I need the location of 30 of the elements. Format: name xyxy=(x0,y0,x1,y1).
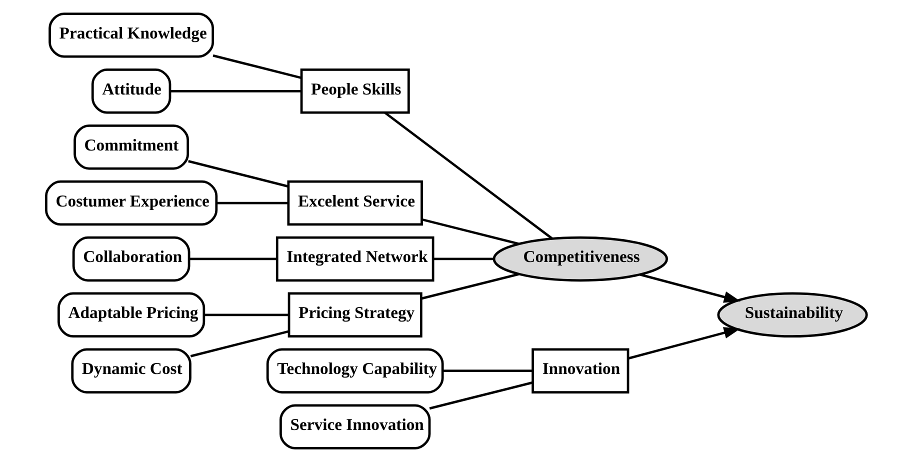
node-box: Integrated Network xyxy=(275,236,434,282)
connector xyxy=(432,257,493,260)
connector xyxy=(421,218,519,244)
connector xyxy=(212,54,302,78)
node-box: Dynamic Cost xyxy=(70,348,191,393)
node-ellipse: Competitiveness xyxy=(492,236,668,282)
node-box: Collaboration xyxy=(72,236,190,282)
node-box: Pricing Strategy xyxy=(287,292,422,338)
node-box: Excelent Service xyxy=(286,180,422,226)
node-box: Costumer Experience xyxy=(44,180,218,226)
node-box: People Skills xyxy=(300,68,410,114)
connector xyxy=(204,313,288,316)
connector xyxy=(188,160,288,188)
node-box: Technology Capability xyxy=(266,348,444,393)
connector xyxy=(384,111,552,239)
connector xyxy=(216,201,288,204)
node-box: Practical Knowledge xyxy=(48,12,214,58)
connector xyxy=(189,257,277,260)
connector xyxy=(190,330,288,357)
connector xyxy=(420,272,518,300)
connector xyxy=(428,380,532,410)
node-box: Attitude xyxy=(90,68,171,114)
arrow xyxy=(627,326,740,360)
node-box: Adaptable Pricing xyxy=(57,292,205,338)
node-box: Service Innovation xyxy=(279,404,430,449)
node-box: Commitment xyxy=(73,124,189,170)
arrow xyxy=(639,272,740,302)
node-box: Innovation xyxy=(531,348,629,393)
connector xyxy=(442,369,532,372)
connector xyxy=(170,89,301,92)
